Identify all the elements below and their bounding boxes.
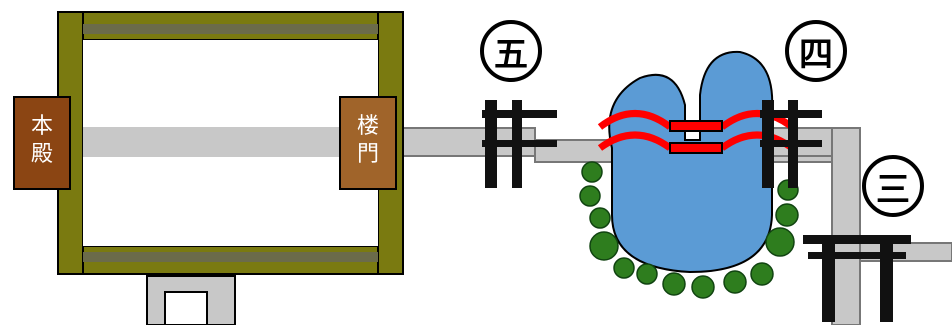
corridor-bottom-inner <box>83 252 378 262</box>
honden-label: 本 殿 <box>30 114 53 167</box>
honden-building <box>13 96 71 190</box>
pond <box>608 50 774 274</box>
roumon-label: 楼 門 <box>356 114 379 167</box>
shrubs <box>579 161 799 299</box>
marker-four: 四 <box>785 20 847 82</box>
torii-gate-four <box>760 100 822 188</box>
torii-gate-five <box>482 100 557 188</box>
marker-five: 五 <box>480 20 542 82</box>
corridor-top-inner <box>83 24 378 34</box>
approach-path-south <box>831 127 861 325</box>
inner-path <box>83 127 378 157</box>
torii-gate-three <box>803 235 911 322</box>
roumon-building <box>339 96 397 190</box>
marker-three: 三 <box>862 155 924 217</box>
